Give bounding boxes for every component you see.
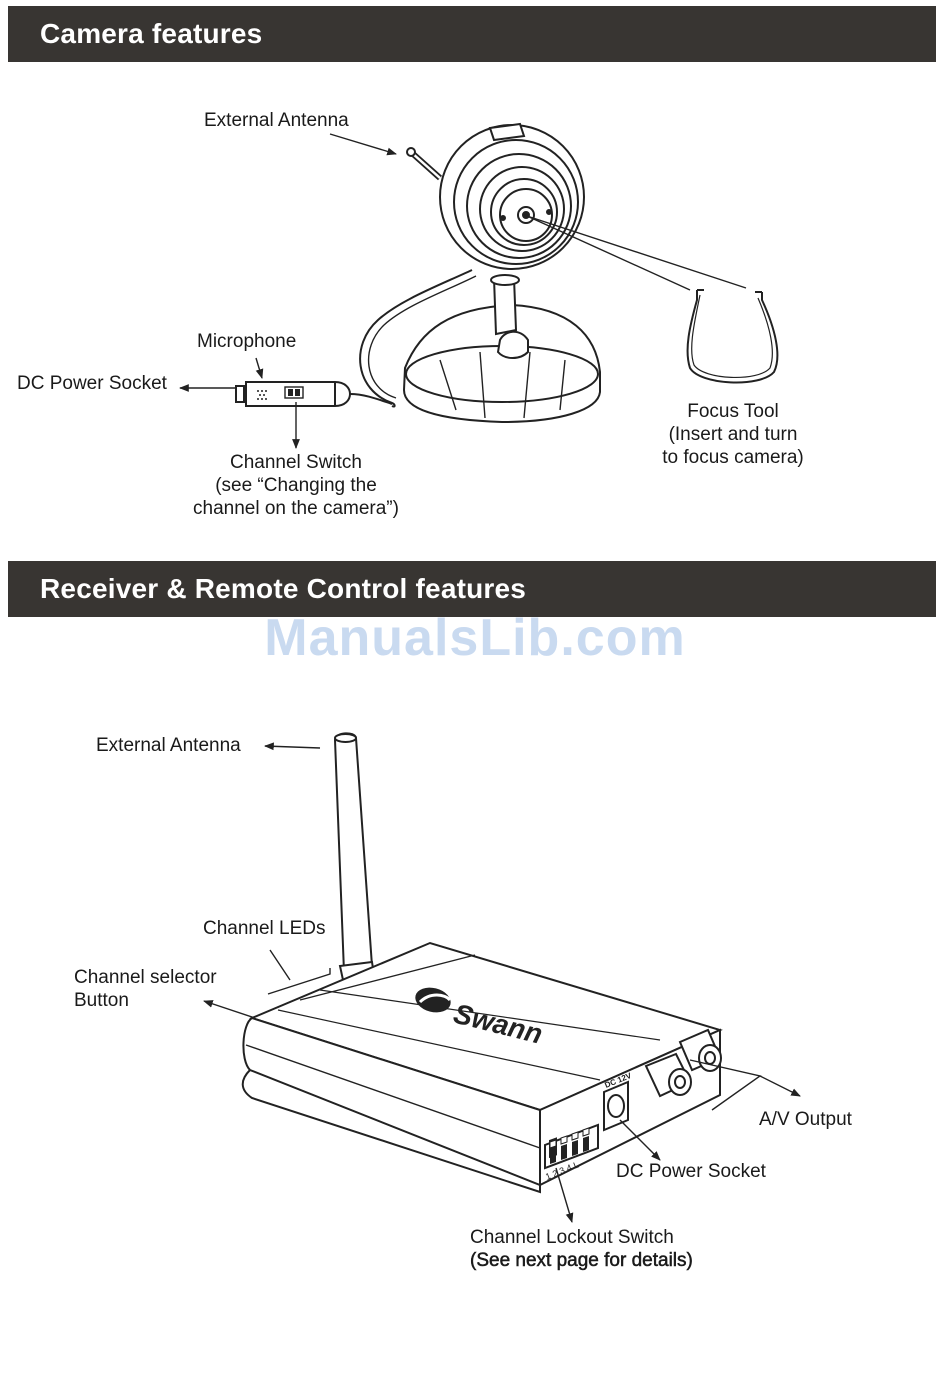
camera-head: [439, 122, 585, 270]
focus-tool: [686, 289, 779, 384]
focus-tool-line-2: (Insert and turn: [668, 424, 798, 445]
receiver-front: [242, 1016, 541, 1187]
av-output-label: A/V Output: [759, 1109, 852, 1130]
receiver-section-header: Receiver & Remote Control features: [8, 561, 936, 617]
lockout-switch-block: [544, 1123, 599, 1170]
microphone-label: Microphone: [197, 331, 297, 352]
camera-leaders: [179, 133, 397, 449]
channel-switch-line-2: (see “Changing the: [215, 475, 377, 496]
camera-illustration: [235, 122, 779, 424]
channel-switch-label: Channel Switch (see “Changing the channe…: [176, 451, 416, 520]
camera-antenna: [406, 147, 442, 181]
camera-external-antenna-label: External Antenna: [204, 110, 349, 131]
camera-base: [402, 303, 601, 424]
channel-switch-line-3: channel on the camera”): [193, 498, 399, 519]
channel-selector-line-1: Channel selector: [74, 967, 217, 988]
watermark: ManualsLib.com: [264, 609, 686, 667]
channel-lockout-label: Channel Lockout Switch (See next page fo…: [470, 1226, 693, 1272]
receiver-external-antenna-label: External Antenna: [96, 735, 241, 756]
receiver-dc-socket: [603, 1080, 629, 1132]
camera-dc-power-socket-label: DC Power Socket: [17, 373, 167, 394]
receiver-illustration: [241, 732, 723, 1194]
channel-leds-label: Channel LEDs: [203, 918, 326, 939]
receiver-section-title: Receiver & Remote Control features: [40, 573, 527, 604]
focus-tool-line-1: Focus Tool: [687, 401, 779, 422]
camera-section-title: Camera features: [40, 18, 263, 49]
channel-switch-line-1: Channel Switch: [229, 452, 363, 473]
channel-lockout-line-2: (See next page for details): [470, 1250, 693, 1272]
receiver-leaders: [203, 742, 801, 1223]
swann-logo-icon: [415, 987, 452, 1013]
focus-tool-label: Focus Tool (Insert and turn to focus cam…: [640, 400, 826, 469]
camera-power-plug: [235, 381, 393, 407]
receiver-antenna: [333, 732, 376, 982]
camera-section-header: Camera features: [8, 6, 936, 62]
channel-selector-label: Channel selector Button: [74, 966, 217, 1012]
channel-selector-line-2: Button: [74, 990, 129, 1011]
receiver-dc-power-socket-label: DC Power Socket: [616, 1161, 766, 1182]
camera-neck: [490, 274, 520, 336]
camera-cable: [359, 269, 473, 408]
channel-lockout-line-1: Channel Lockout Switch: [470, 1227, 674, 1248]
focus-tool-line-3: to focus camera): [662, 447, 804, 468]
